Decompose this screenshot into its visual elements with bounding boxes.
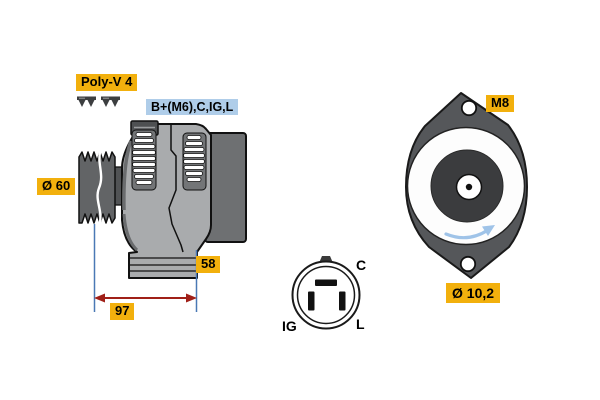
connector-view — [291, 256, 361, 330]
clockwise-rotation-arrow-icon — [444, 225, 495, 240]
pin-c — [315, 279, 337, 286]
belt-profile-icons — [77, 96, 121, 109]
connector-pin-label-l: L — [356, 316, 365, 332]
housing-edge-shade-lower — [122, 213, 139, 252]
pulley-break-line — [96, 148, 103, 227]
alternator-side-view — [78, 120, 247, 312]
mounting-foot-lines — [130, 257, 196, 272]
terminals-label: B+(M6),C,IG,L — [146, 99, 239, 116]
depth-dimension-label: 58 — [196, 256, 221, 273]
mount-hole-top — [460, 99, 478, 117]
pulley — [78, 151, 116, 224]
pulley-diameter-label: Ø 60 — [37, 178, 76, 195]
poly-v-belt-cross-section-icon — [101, 96, 120, 107]
housing-seam-line — [168, 124, 184, 253]
alternator-rear-view — [405, 92, 528, 279]
belt-type-label: Poly-V 4 — [76, 74, 138, 91]
poly-v-belt-cross-section-icon — [77, 96, 96, 107]
connector-pin-label-ig: IG — [282, 318, 297, 334]
mount-hole-bottom — [459, 255, 477, 273]
connector-pin-label-c: C — [356, 257, 367, 273]
shaft-center — [465, 183, 473, 191]
mount-hole-diameter-label: Ø 10,2 — [446, 283, 501, 304]
pin-l — [339, 291, 346, 311]
connector-pins — [308, 279, 346, 311]
length-dimension-label: 97 — [110, 303, 135, 320]
mount-thread-label: M8 — [486, 95, 515, 112]
pin-ig — [308, 291, 315, 311]
vent-slots-front — [132, 132, 156, 185]
vent-slots-rear — [183, 135, 205, 182]
housing-edge-shade — [122, 140, 133, 211]
connector-inner-ring — [296, 265, 356, 325]
connector-outer-ring — [291, 260, 361, 330]
